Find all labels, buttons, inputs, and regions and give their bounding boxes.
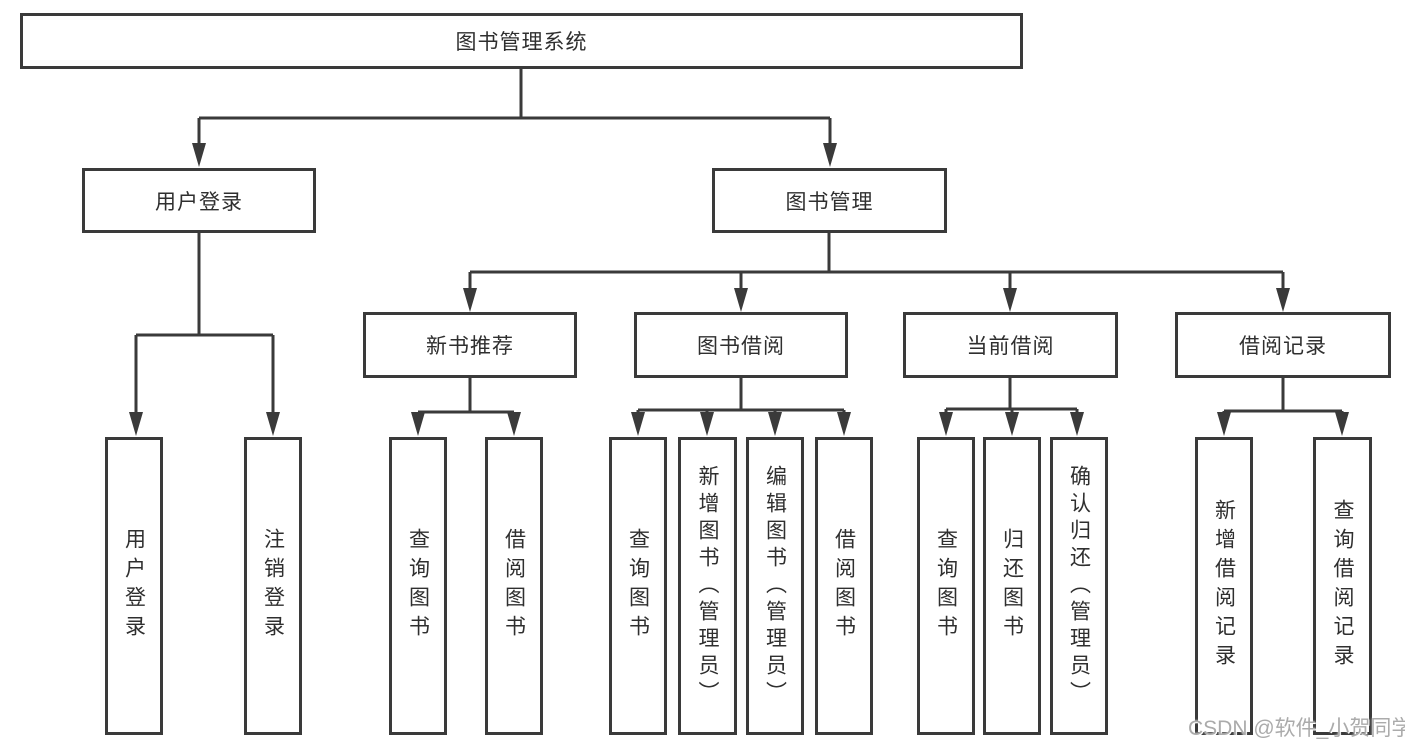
leaf-label: 新增图书（管理员） — [696, 464, 719, 708]
arrow-to-nb-borrow — [507, 412, 521, 436]
node-book-management: 图书管理 — [712, 168, 947, 233]
edge-records-to-children — [1222, 378, 1344, 419]
node-current-borrow: 当前借阅 — [903, 312, 1118, 378]
edge-borrow-to-children — [636, 378, 846, 419]
node-leaf-borrow-books-1: 借阅图书 — [485, 437, 543, 735]
leaf-label: 归还图书 — [1000, 528, 1024, 644]
leaf-label: 查询图书 — [626, 528, 650, 644]
arrow-to-cur-query — [939, 412, 953, 436]
arrow-to-login — [192, 143, 206, 167]
leaf-label: 借阅图书 — [832, 528, 856, 644]
node-user-login-group: 用户登录 — [82, 168, 316, 233]
leaf-label: 注销登录 — [261, 528, 285, 644]
node-leaf-confirm-return-admin: 确认归还（管理员） — [1050, 437, 1108, 735]
arrow-to-mgmt — [823, 143, 837, 167]
arrowheads — [129, 143, 1349, 436]
arrow-to-cur-confirm — [1070, 412, 1084, 436]
arrow-to-bw-add — [700, 412, 714, 436]
arrow-to-rec-query — [1335, 412, 1349, 436]
node-leaf-query-borrow-record: 查询借阅记录 — [1313, 437, 1372, 735]
arrow-to-cur-return — [1005, 412, 1019, 436]
edges — [134, 69, 1344, 419]
leaf-label: 新增借阅记录 — [1212, 499, 1236, 673]
node-new-book-recommend: 新书推荐 — [363, 312, 577, 378]
arrow-to-bw-edit — [768, 412, 782, 436]
node-leaf-borrow-books-2: 借阅图书 — [815, 437, 873, 735]
arrow-to-newbook — [463, 288, 477, 312]
node-borrow-records: 借阅记录 — [1175, 312, 1391, 378]
arrow-to-borrow — [734, 288, 748, 312]
leaf-label: 查询图书 — [406, 528, 430, 644]
arrow-to-nb-query — [411, 412, 425, 436]
node-leaf-add-books-admin: 新增图书（管理员） — [678, 437, 737, 735]
leaf-label: 借阅图书 — [502, 528, 526, 644]
leaf-label: 编辑图书（管理员） — [763, 464, 787, 708]
csdn-watermark: CSDN @软件_小贺同学 — [1188, 717, 1405, 740]
arrow-to-current — [1003, 288, 1017, 312]
node-leaf-query-books-1: 查询图书 — [389, 437, 447, 735]
node-root: 图书管理系统 — [20, 13, 1023, 69]
node-leaf-return-books: 归还图书 — [983, 437, 1041, 735]
arrow-to-bw-borrow — [837, 412, 851, 436]
leaf-label: 查询借阅记录 — [1331, 499, 1354, 673]
node-book-borrow: 图书借阅 — [634, 312, 848, 378]
edge-root-to-level2 — [197, 69, 832, 150]
node-leaf-query-books-2: 查询图书 — [609, 437, 667, 735]
leaf-label: 查询图书 — [934, 528, 958, 644]
edge-newbook-to-children — [416, 378, 516, 419]
node-leaf-logout: 注销登录 — [244, 437, 302, 735]
arrow-to-user-login — [129, 412, 143, 436]
arrow-to-bw-query — [631, 412, 645, 436]
edge-login-to-children — [134, 233, 275, 418]
leaf-label: 确认归还（管理员） — [1067, 464, 1091, 708]
node-leaf-edit-books-admin: 编辑图书（管理员） — [746, 437, 804, 735]
arrow-to-rec-add — [1217, 412, 1231, 436]
leaf-label: 用户登录 — [122, 528, 146, 644]
arrow-to-logout — [266, 412, 280, 436]
node-leaf-query-books-3: 查询图书 — [917, 437, 975, 735]
edge-mgmt-to-children — [468, 233, 1285, 295]
node-leaf-user-login: 用户登录 — [105, 437, 163, 735]
arrow-to-records — [1276, 288, 1290, 312]
node-leaf-add-borrow-record: 新增借阅记录 — [1195, 437, 1253, 735]
